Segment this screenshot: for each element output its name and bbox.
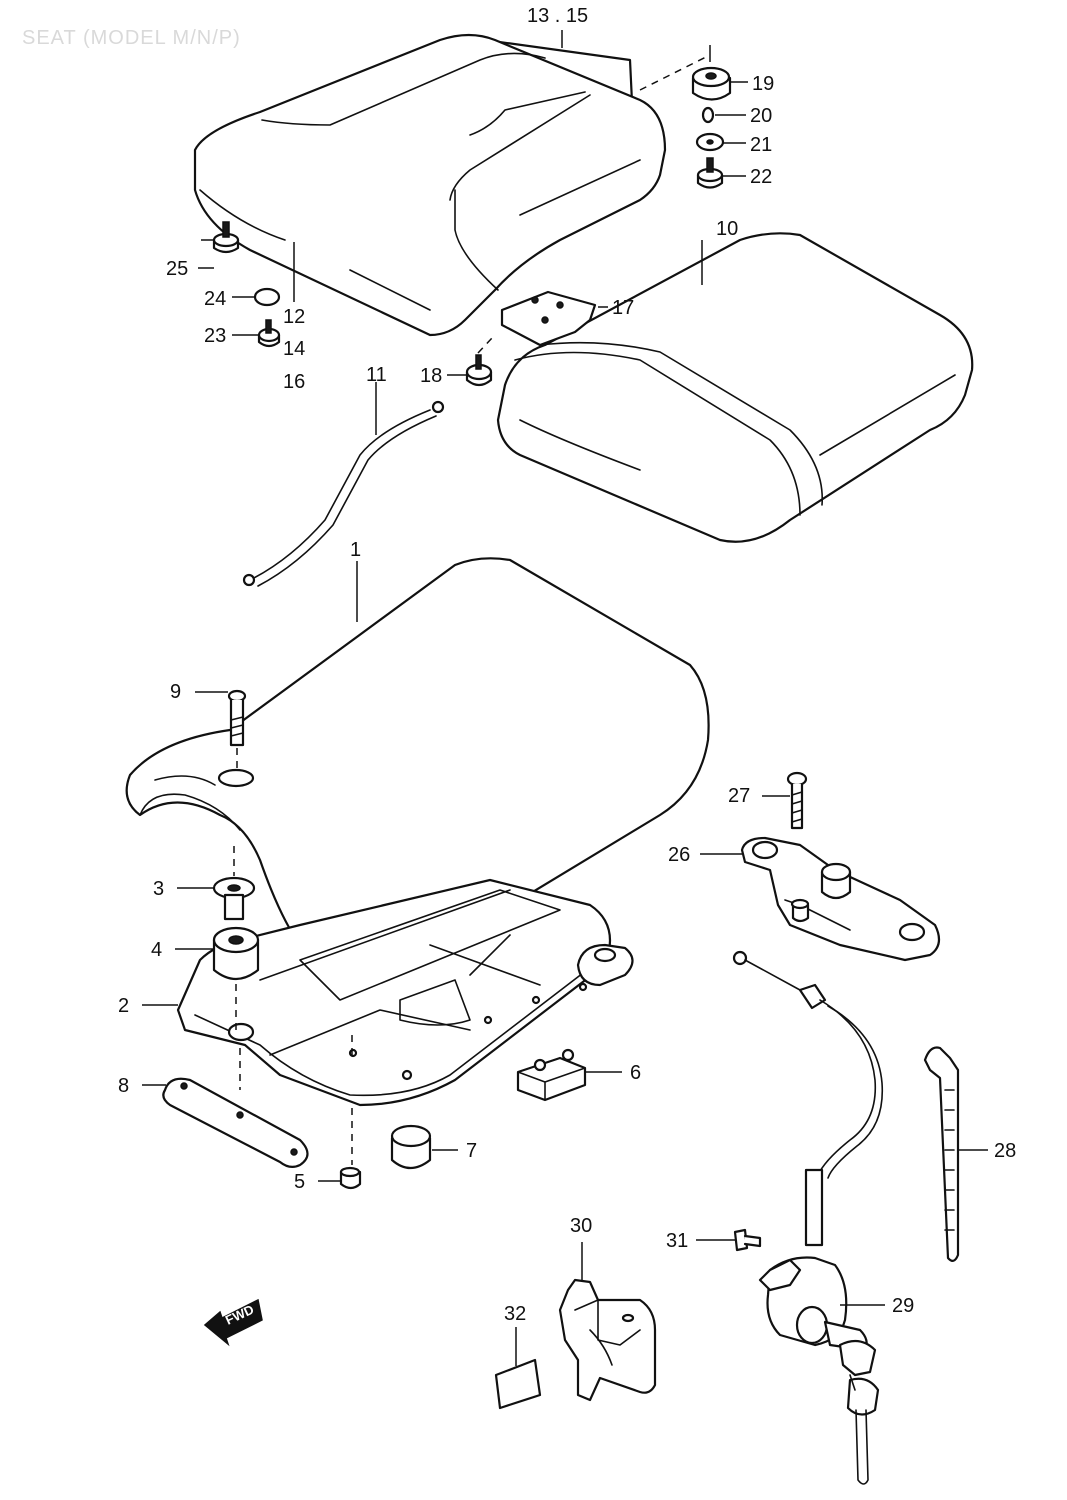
diagram-header: SEAT (MODEL M/N/P) <box>22 27 241 49</box>
callout-9: 9 <box>170 681 181 703</box>
callout-23: 23 <box>204 325 226 347</box>
seat-tail-cowl <box>193 33 667 337</box>
callout-8: 8 <box>118 1075 129 1097</box>
screw-25 <box>212 221 240 254</box>
forward-arrow-icon: FWD <box>203 1298 263 1347</box>
callout-2: 2 <box>118 995 129 1017</box>
rubber-cushion-7 <box>390 1124 432 1170</box>
bracket-30 <box>558 1278 657 1402</box>
screw-22 <box>696 157 724 189</box>
cushion-18 <box>465 354 493 387</box>
washer-24 <box>253 287 281 307</box>
callout-29: 29 <box>892 1295 914 1317</box>
washer-21 <box>695 132 725 152</box>
callout-1: 1 <box>350 539 361 561</box>
callout-16: 16 <box>283 371 305 393</box>
plate-8 <box>162 1077 309 1169</box>
cushion-19 <box>691 66 732 101</box>
seat-base-pan <box>176 878 634 1107</box>
pillion-seat <box>496 232 974 543</box>
collar-20 <box>701 106 715 124</box>
callout-21: 21 <box>750 134 772 156</box>
callout-11: 11 <box>366 364 387 386</box>
bolt-31 <box>733 1228 762 1252</box>
seat-lock-cable <box>732 950 884 1247</box>
seat-belt-strap <box>242 400 445 587</box>
callout-31: 31 <box>666 1230 688 1252</box>
holder-6 <box>516 1048 587 1102</box>
callout-32: 32 <box>504 1303 526 1325</box>
callout-3: 3 <box>153 878 164 900</box>
callout-20: 20 <box>750 105 772 127</box>
callout-14: 14 <box>283 338 305 360</box>
callout-13-15: 13 . 15 <box>527 5 588 27</box>
callout-30: 30 <box>570 1215 592 1237</box>
callout-27: 27 <box>728 785 750 807</box>
callout-22: 22 <box>750 166 772 188</box>
leader-lines <box>142 30 988 1366</box>
callout-19: 19 <box>752 73 774 95</box>
seat-bracket <box>500 290 597 347</box>
label-32 <box>494 1358 542 1410</box>
callout-25: 25 <box>166 258 188 280</box>
screw-27 <box>786 771 808 830</box>
callout-6: 6 <box>630 1062 641 1084</box>
callout-12: 12 <box>283 306 305 328</box>
callout-5: 5 <box>294 1171 305 1193</box>
rubber-cushion-4 <box>212 926 260 981</box>
helmet-holder-rod-28 <box>923 1046 960 1262</box>
callout-7: 7 <box>466 1140 477 1162</box>
seat-lock-29 <box>758 1256 880 1485</box>
callout-26: 26 <box>668 844 690 866</box>
bolt-9 <box>227 689 247 747</box>
callout-28: 28 <box>994 1140 1016 1162</box>
screw-23 <box>257 319 281 348</box>
callout-labels: 13 . 15 19 20 21 22 10 25 24 12 17 23 14… <box>118 5 1016 1325</box>
callout-4: 4 <box>151 939 162 961</box>
callout-10: 10 <box>716 218 738 240</box>
lock-bracket-26 <box>740 836 941 962</box>
callout-24: 24 <box>204 288 226 310</box>
rubber-cushion-3 <box>212 876 256 921</box>
callout-18: 18 <box>420 365 442 387</box>
nut-5 <box>339 1166 362 1190</box>
callout-17: 17 <box>612 297 634 319</box>
